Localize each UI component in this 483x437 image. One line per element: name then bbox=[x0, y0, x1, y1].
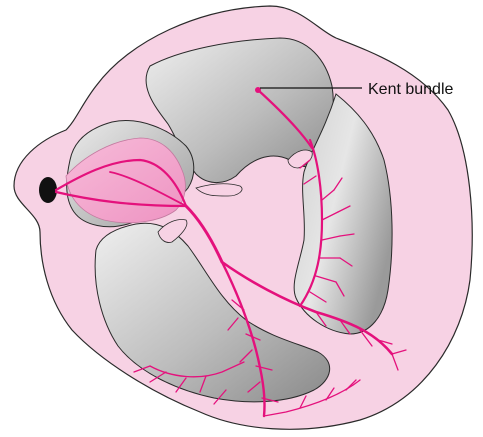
sa-node bbox=[39, 177, 57, 203]
kent-bundle-label: Kent bundle bbox=[368, 81, 454, 98]
